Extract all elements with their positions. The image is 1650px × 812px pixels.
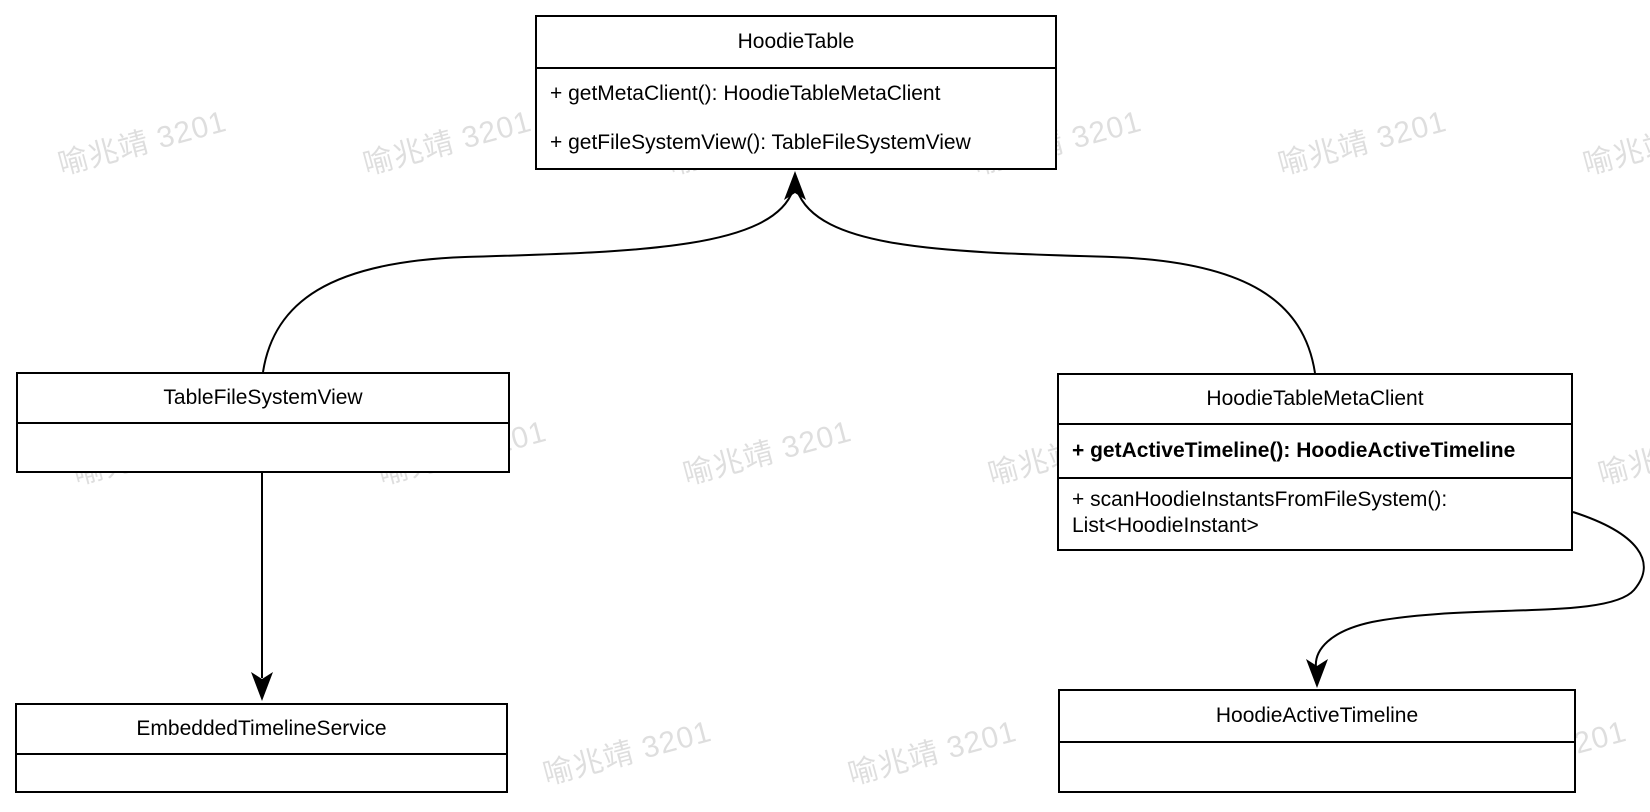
- class-empty-section-embeddedtimelineservice: [17, 753, 506, 789]
- class-box-hoodietablemetaclient: HoodieTableMetaClient + getActiveTimelin…: [1057, 373, 1573, 551]
- class-methods-hoodietable: + getMetaClient(): HoodieTableMetaClient…: [537, 67, 1055, 168]
- edge-tablefilesystemview-to-hoodietable: [262, 189, 794, 373]
- watermark-text: 喻兆靖 3201: [1579, 105, 1650, 182]
- class-title-tablefilesystemview: TableFileSystemView: [163, 386, 363, 409]
- class-title-embeddedtimelineservice: EmbeddedTimelineService: [136, 717, 387, 740]
- class-title-hoodietablemetaclient: HoodieTableMetaClient: [1206, 387, 1424, 410]
- method-scanhoodieinstantsfromfilesystem: + scanHoodieInstantsFromFileSystem(): Li…: [1072, 488, 1448, 537]
- watermark-text: 喻兆靖 3201: [359, 105, 536, 182]
- watermark-text: 喻兆靖 3201: [1594, 415, 1650, 492]
- class-box-hoodieactivetimeline: HoodieActiveTimeline: [1058, 689, 1576, 793]
- arrowhead-down-hoodieactivetimeline: [1306, 659, 1328, 688]
- class-empty-section-hoodieactivetimeline: [1060, 741, 1574, 789]
- watermark-text: 喻兆靖 3201: [539, 715, 716, 792]
- watermark-text: 喻兆靖 3201: [679, 415, 856, 492]
- watermark-text: 喻兆靖 3201: [844, 715, 1021, 792]
- edge-hoodietablemetaclient-to-hoodietable: [796, 189, 1316, 374]
- watermark-text: 喻兆靖 3201: [54, 105, 231, 182]
- watermark-text: 喻兆靖 3201: [1274, 105, 1451, 182]
- arrowhead-down-embeddedtimelineservice: [251, 672, 273, 701]
- arrowhead-up-hoodietable: [784, 171, 806, 200]
- class-title-hoodieactivetimeline: HoodieActiveTimeline: [1215, 704, 1419, 727]
- class-box-embeddedtimelineservice: EmbeddedTimelineService: [15, 703, 508, 793]
- class-method-section-getactivetimeline: + getActiveTimeline(): HoodieActiveTimel…: [1059, 423, 1571, 477]
- method-getactivetimeline: + getActiveTimeline(): HoodieActiveTimel…: [1072, 439, 1516, 462]
- method-getmetaclient: + getMetaClient(): HoodieTableMetaClient: [550, 81, 941, 105]
- class-method-section-scanhoodieinstants: + scanHoodieInstantsFromFileSystem(): Li…: [1059, 477, 1571, 549]
- method-getfilesystemview: + getFileSystemView(): TableFileSystemVi…: [550, 131, 971, 155]
- class-title-hoodietable: HoodieTable: [737, 30, 855, 53]
- class-box-tablefilesystemview: TableFileSystemView: [16, 372, 510, 473]
- class-box-hoodietable: HoodieTable + getMetaClient(): HoodieTab…: [535, 15, 1057, 170]
- class-empty-section-tablefilesystemview: [18, 422, 508, 469]
